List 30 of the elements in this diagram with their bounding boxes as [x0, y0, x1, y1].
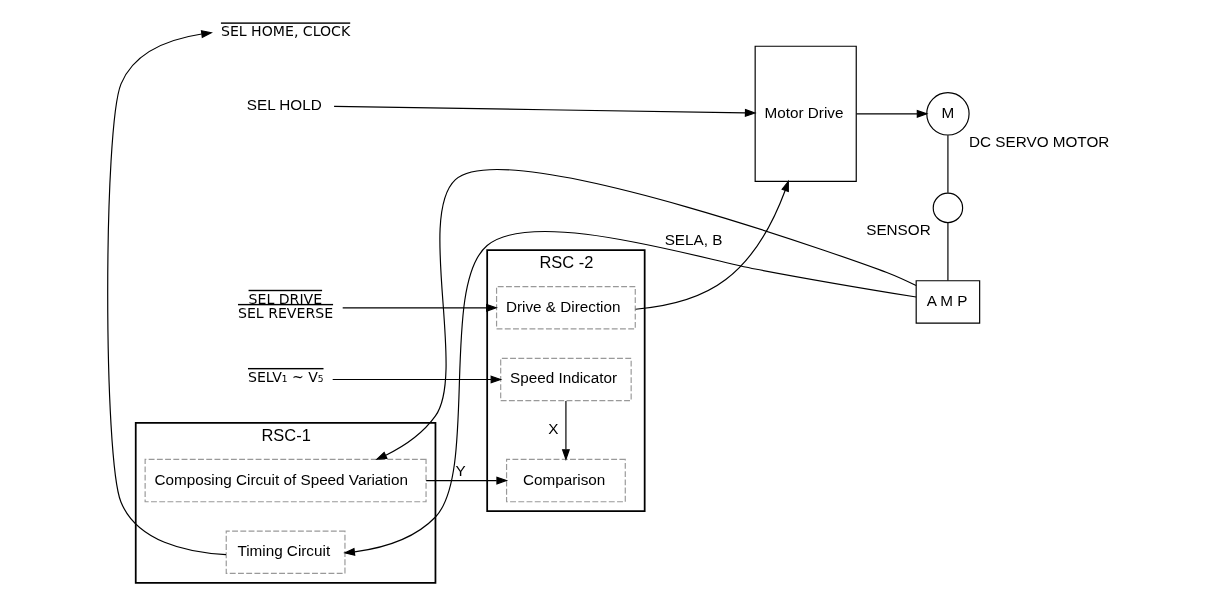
node-circle [932, 192, 964, 224]
arrow [425, 476, 509, 485]
node-text: SELV₁ ~ V₅ [247, 368, 324, 385]
connector [947, 222, 949, 282]
node-text: SEL DRIVE SEL REVERSE [237, 290, 334, 321]
arrow [561, 400, 571, 461]
node-label: DC SERVO MOTOR [969, 133, 1110, 151]
node-box: Timing Circuit [225, 530, 346, 574]
node-box: Comparison [506, 458, 626, 503]
arrow [375, 169, 917, 460]
arrow [107, 29, 227, 556]
arrow [635, 179, 789, 310]
node-box: Motor Drive [754, 45, 857, 183]
node-text: SEL HOME, CLOCK [220, 23, 351, 40]
edge-label: Y [455, 462, 466, 480]
node-label: SENSOR [866, 220, 931, 238]
node-text: SEL HOLD [246, 95, 322, 113]
edge-label: X [548, 420, 559, 438]
node-box: A M P [915, 280, 981, 324]
node-box: Speed Indicator [500, 357, 632, 402]
arrow [343, 230, 917, 556]
arrow [333, 105, 757, 118]
node-box: Drive & Direction [496, 286, 636, 330]
node-circle: M [926, 92, 970, 136]
edge-label: SELA, B [664, 230, 723, 248]
connector [947, 134, 949, 194]
node-box: Composing Circuit of Speed Variation [144, 458, 427, 503]
arrow [856, 109, 929, 118]
arrow [332, 375, 503, 384]
arrow [342, 303, 498, 312]
